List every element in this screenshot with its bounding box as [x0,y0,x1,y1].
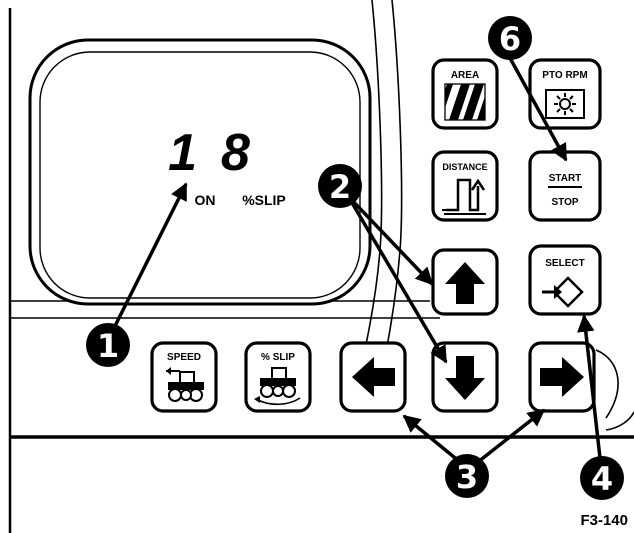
figure-id: F3-140 [580,512,628,529]
svg-text:4: 4 [591,460,613,498]
hatch-icon [444,83,486,121]
gear-icon [545,89,585,119]
lcd-display: 18 ON %SLIP [28,38,372,306]
svg-text:2: 2 [329,168,351,206]
arrow-left-icon [352,357,395,397]
down-arrow-button[interactable] [431,341,499,413]
lcd-slip-indicator: %SLIP [242,192,286,208]
lcd-reading: 18 [168,124,274,182]
distance-button-label: DISTANCE [442,162,487,172]
svg-text:6: 6 [499,20,521,58]
callout-3: 3 [445,454,489,498]
pto-rpm-button[interactable]: PTO RPM [528,58,602,130]
arrow-up-icon [445,262,485,304]
tractor-slip-icon [254,367,301,406]
select-button[interactable]: SELECT [528,244,602,316]
start-label: START [549,173,582,184]
callout-6: 6 [488,16,532,60]
slip-button[interactable]: % SLIP [244,341,312,413]
callout-4: 4 [580,456,624,500]
speed-button-label: SPEED [167,352,201,363]
area-button-label: AREA [451,70,479,81]
arrow-right-icon [540,357,584,397]
callout-2: 2 [318,164,362,208]
select-arrow-icon [542,276,584,308]
pto-rpm-button-label: PTO RPM [542,70,587,81]
left-arrow-button[interactable] [339,341,407,413]
distance-button[interactable]: DISTANCE [431,150,499,222]
svg-text:3: 3 [456,458,478,496]
area-button[interactable]: AREA [431,58,499,130]
start-stop-button[interactable]: START STOP [528,150,602,222]
up-arrow-button[interactable] [431,248,499,316]
speed-button[interactable]: SPEED [150,341,218,413]
arrow-down-icon [445,356,485,400]
lcd-on-indicator: ON [195,192,216,208]
leader-lines [110,57,602,464]
tractor-speed-icon [166,367,204,402]
slip-button-label: % SLIP [261,352,295,363]
select-button-label: SELECT [545,258,584,269]
svg-text:1: 1 [97,327,119,365]
distance-wave-icon [442,178,486,215]
callout-1: 1 [86,323,130,367]
right-arrow-button[interactable] [528,341,596,413]
stop-label: STOP [551,197,578,208]
